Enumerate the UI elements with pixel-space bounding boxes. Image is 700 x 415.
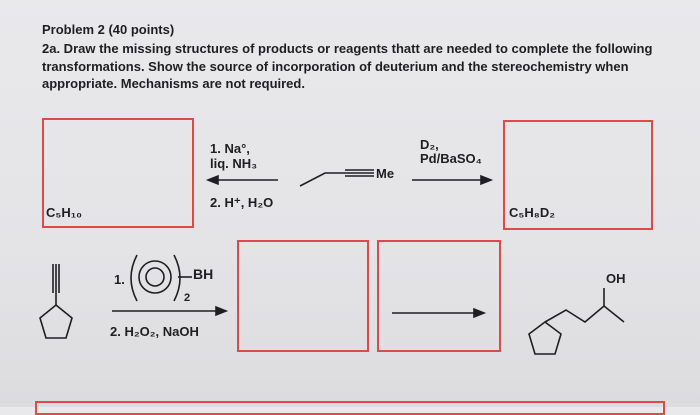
cyclopentane-ring-right (528, 321, 562, 355)
problem-title: Problem 2 (40 points) (42, 22, 175, 37)
answer-box-product-1[interactable] (42, 118, 194, 228)
borane-label: BH (193, 266, 214, 282)
reagent-d2: D₂, (420, 137, 439, 152)
arrow-right-head (480, 174, 494, 186)
cyclopentane-ring-left (39, 303, 73, 339)
answer-box-intermediate-2[interactable] (237, 240, 369, 352)
reagent-step2: 2. H⁺, H₂O (210, 195, 274, 210)
borane-subscript: 2 (184, 292, 191, 304)
right-formula-c5h8d2: C₅H₈D₂ (509, 205, 555, 220)
reagent-step1-line2: liq. NH₃ (210, 156, 258, 171)
answer-box-right-1[interactable] (503, 120, 653, 230)
bracket-close (173, 254, 181, 302)
step1-prefix: 1. (114, 272, 125, 287)
reagent-pd-baso4: Pd/BaSO₄ (420, 151, 482, 166)
arrow-right-head-3 (473, 307, 487, 319)
ring-circle-inner (145, 267, 165, 287)
reagent-step2-peroxide: 2. H₂O₂, NaOH (110, 324, 199, 339)
problem-text-line-2: transformations. Show the source of inco… (42, 59, 629, 74)
problem-text-line-1: 2a. Draw the missing structures of produ… (42, 41, 653, 56)
alkyne-methyl-label: Me (376, 166, 395, 181)
arrow-left-head (205, 174, 219, 186)
product-formula-c5h10: C₅H₁₀ (46, 205, 82, 220)
product-chain (544, 304, 625, 323)
ring-circle-outer (138, 260, 172, 294)
arrow-right-head-2 (215, 305, 229, 317)
reagent-step1-line1: 1. Na°, (210, 141, 250, 156)
problem-text-line-3: appropriate. Mechanisms are not required… (42, 76, 305, 91)
answer-box-reagent-2[interactable] (377, 240, 501, 352)
bracket-open (130, 254, 138, 302)
alkyne-chain (299, 172, 345, 187)
product-oh-label: OH (606, 271, 626, 286)
